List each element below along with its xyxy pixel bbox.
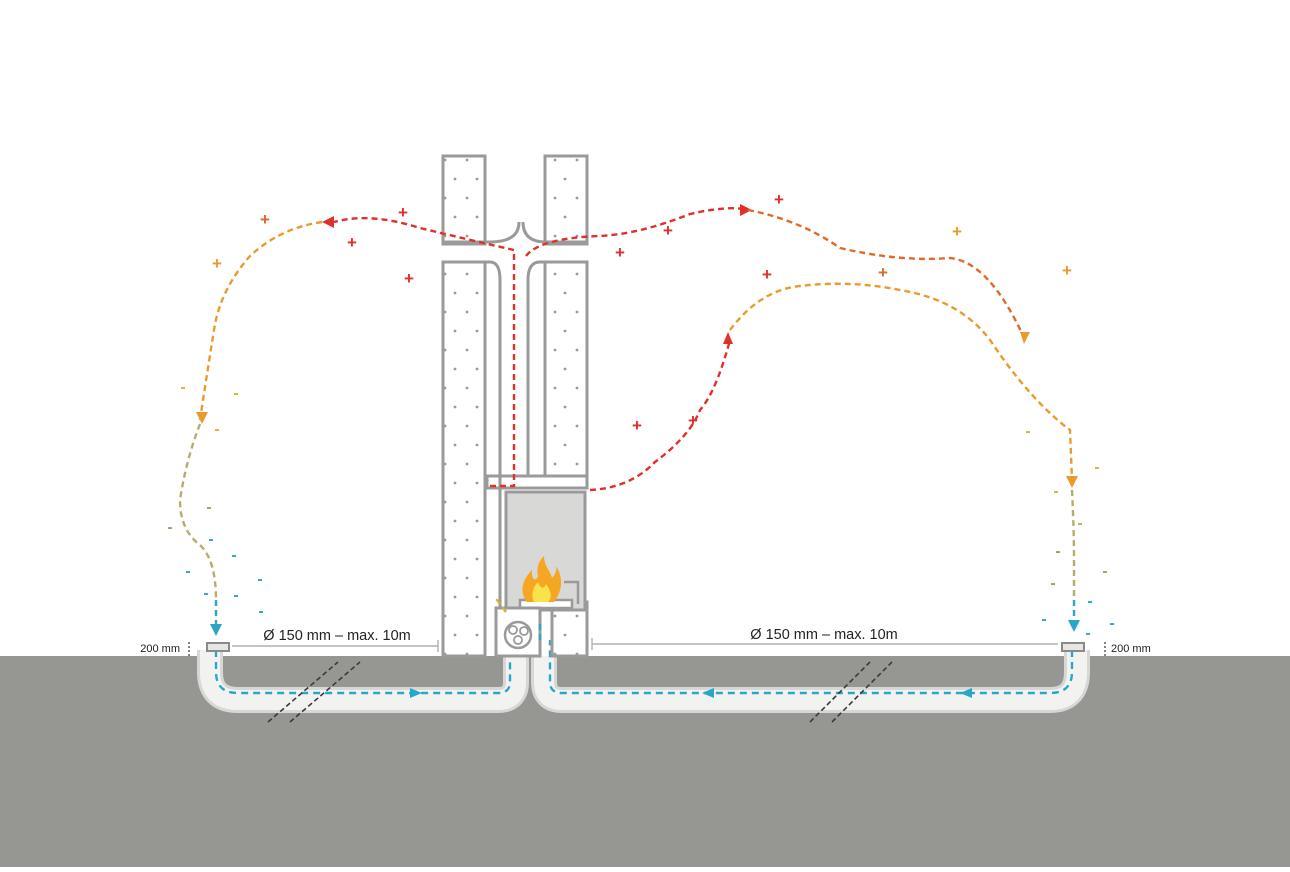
cold-air-duct-flow [214,640,1074,695]
plus-sign: + [615,243,625,262]
minus-sign: - [233,587,238,604]
right-wall-upper [543,260,589,478]
hot-air-flow [333,207,749,492]
fan-icon [503,620,533,650]
minus-sign: - [167,519,172,536]
height-label-right: 200 mm [1111,643,1151,655]
plus-sign: + [1062,261,1072,280]
minus-sign: - [208,531,213,548]
pipe-dimension-left: Ø 150 mm – max. 10m [263,628,410,644]
minus-sign: - [180,379,185,396]
minus-sign: - [258,603,263,620]
floor-grille-right [1061,642,1085,652]
flame-inner [532,582,551,602]
left-wall-top [441,154,487,246]
minus-sign: - [231,547,236,564]
right-wall-top [543,154,589,246]
left-wall-column [441,260,487,658]
minus-sign: - [1102,563,1107,580]
cooling-air-flow [178,423,1076,640]
duct-break-marks [267,661,893,723]
plus-sign: + [212,254,222,273]
cold-air-arrowheads [210,620,1080,636]
hot-air-arrowheads [322,204,752,344]
warm-air-flow [198,208,1074,481]
plus-sign: + [878,263,888,282]
pipe-dimension-right: Ø 150 mm – max. 10m [750,627,897,643]
plus-symbols: + + + + + + + + + + + + + + [212,190,1072,435]
plus-sign: + [347,233,357,252]
underfloor-duct-right [531,650,1090,713]
minus-sign: - [1094,459,1099,476]
minus-sign: - [1087,593,1092,610]
minus-sign: - [257,571,262,588]
minus-sign: - [206,499,211,516]
wall-structure [441,154,589,658]
chimney-flue [443,221,587,656]
minus-sign: - [214,421,219,438]
flame-outer [522,556,562,602]
minus-sign: - [1050,575,1055,592]
floor-grille-left [206,642,230,652]
plus-sign: + [762,265,772,284]
minus-sign: - [1053,483,1058,500]
minus-sign: - [1077,515,1082,532]
dimension-lines [232,638,1058,652]
minus-sign: - [1041,611,1046,628]
minus-symbols: - - - - - - - - - - - - - - - - - - - - … [167,379,1114,642]
plus-sign: + [663,221,673,240]
height-label-left: 200 mm [140,643,180,655]
minus-sign: - [1085,625,1090,642]
minus-sign: - [1025,423,1030,440]
plus-sign: + [632,416,642,435]
underfloor-duct-left [197,650,529,713]
fireplace-insert [504,490,587,612]
plus-sign: + [260,210,270,229]
minus-sign: - [185,563,190,580]
minus-sign: - [1055,543,1060,560]
cold-air-duct-arrowheads [410,688,972,698]
plus-sign: + [952,222,962,241]
door-handle [564,580,580,604]
warm-air-arrowheads [196,332,1078,488]
minus-sign: - [203,585,208,602]
fan-unit [494,606,542,658]
plus-sign: + [404,269,414,288]
plus-sign: + [688,411,698,430]
plus-sign: + [774,190,784,209]
minus-sign: - [233,385,238,402]
plus-sign: + [398,203,408,222]
minus-sign: - [1109,615,1114,632]
